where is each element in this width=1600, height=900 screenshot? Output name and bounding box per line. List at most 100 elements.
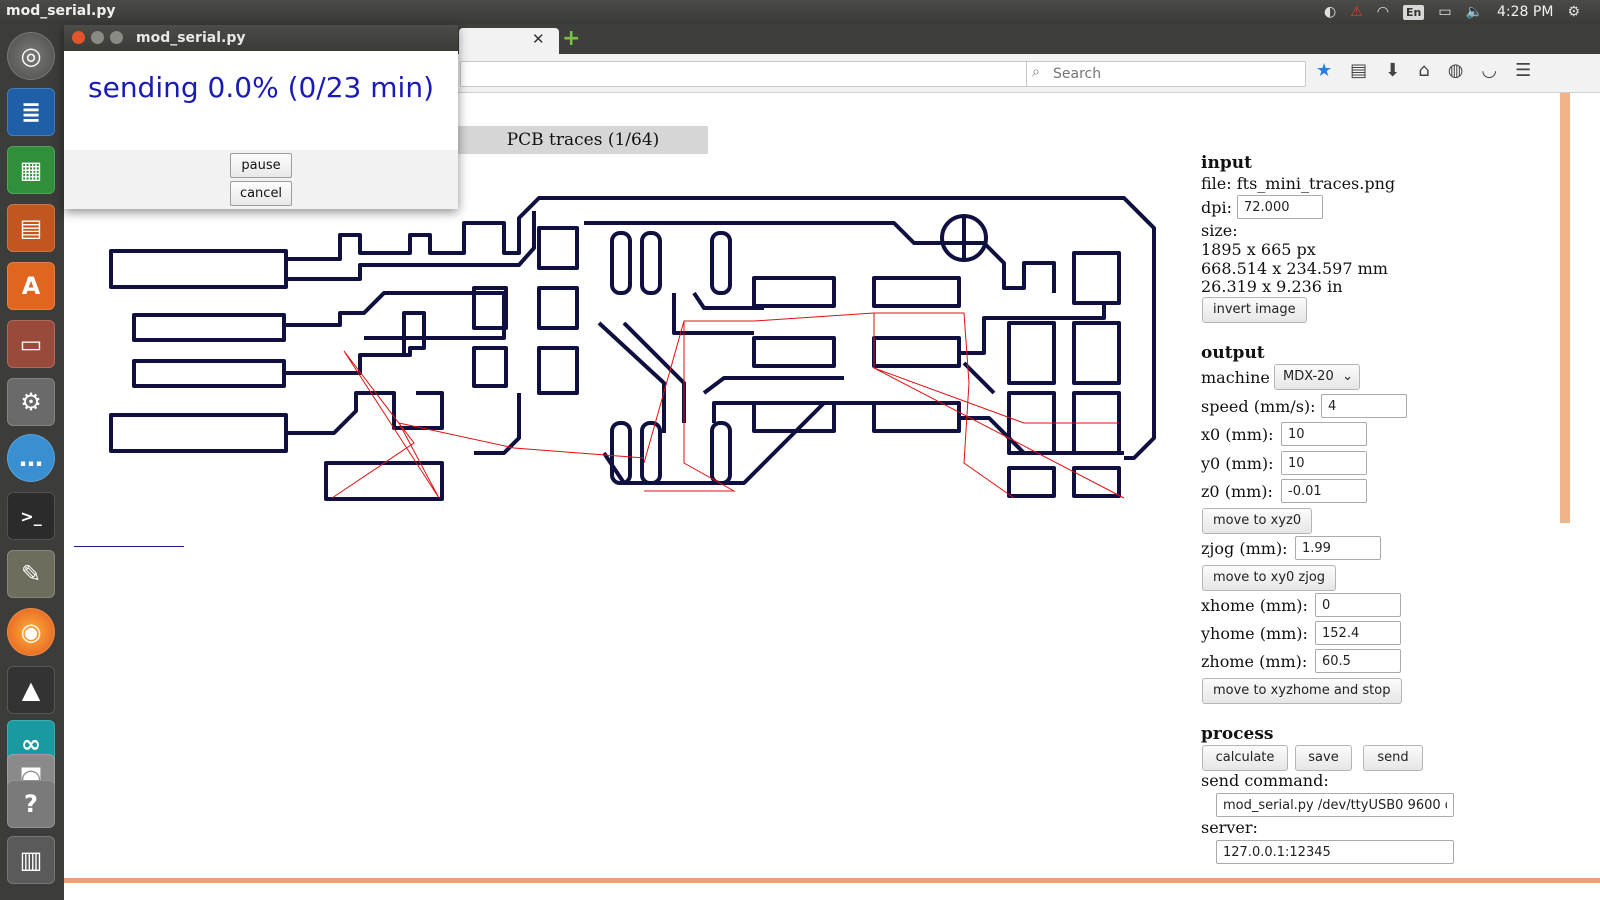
zjog-input[interactable] [1295,536,1381,560]
dpi-label: dpi: [1201,198,1232,217]
page-scrollbar-thumb[interactable] [1560,93,1570,523]
software-center-icon[interactable]: A [7,262,55,310]
send-command-input[interactable] [1216,793,1454,817]
machine-select[interactable]: MDX-20 ⌄ [1274,364,1360,390]
calc-icon[interactable]: ▦ [7,146,55,194]
pcb-pad [109,249,288,289]
pcb-trace [597,291,764,433]
pcb-trace [474,393,521,455]
maximize-icon[interactable] [110,31,123,44]
calculate-button[interactable]: calculate [1202,745,1288,771]
chevron-down-icon: ⌄ [1342,369,1353,384]
invert-image-button[interactable]: invert image [1202,297,1307,323]
page-bottom-edge [64,878,1600,883]
trash-icon[interactable]: ▥ [7,836,55,884]
yhome-input[interactable] [1315,621,1401,645]
pcb-pad [324,461,444,501]
browser-tab[interactable] [459,28,559,54]
pcb-pad [752,401,836,433]
system-settings-icon[interactable]: ⚙ [7,378,55,426]
pcb-pad [610,231,632,295]
pcb-pad [640,421,662,485]
chat-icon[interactable]: ◍ [1447,60,1464,81]
dialog-title: mod_serial.py [136,30,246,46]
reading-list-icon[interactable]: ▤ [1350,60,1368,81]
file-label: file: fts_mini_traces.png [1201,174,1396,193]
size-in: 26.319 x 9.236 in [1201,277,1343,296]
pcb-pad [472,286,508,330]
close-icon[interactable] [72,31,85,44]
firefox-icon[interactable]: ◉ [7,608,55,656]
send-command-label: send command: [1201,771,1329,790]
writer-icon[interactable]: ≣ [7,88,55,136]
machine-label: machine [1201,368,1270,387]
gimp-icon[interactable]: ✎ [7,550,55,598]
z0-input[interactable] [1281,479,1367,503]
speed-input[interactable] [1321,394,1407,418]
xhome-input[interactable] [1315,593,1401,617]
pcb-trace [286,211,536,281]
pcb-trace [959,303,1124,455]
x0-input[interactable] [1281,422,1367,446]
pcb-pad [872,276,961,308]
minimize-icon[interactable] [91,31,104,44]
files-icon[interactable]: ▭ [7,320,55,368]
home-icon[interactable]: ⌂ [1418,60,1430,81]
y0-label: y0 (mm): [1201,454,1274,473]
warning-icon[interactable]: ⚠ [1350,4,1363,20]
close-tab-icon[interactable]: ✕ [532,30,545,48]
pcb-pad [640,231,662,295]
move-to-xyzhome-button[interactable]: move to xyzhome and stop [1202,678,1402,704]
sync-icon[interactable]: ◐ [1323,4,1337,20]
clock[interactable]: 4:28 PM [1497,4,1554,20]
cancel-button[interactable]: cancel [230,181,292,206]
sending-status: sending 0.0% (0/23 min) [88,71,434,104]
server-input[interactable] [1216,840,1454,864]
pcb-pad [1072,321,1121,385]
keyboard-layout-indicator[interactable]: En [1402,4,1425,20]
search-input[interactable] [1051,64,1295,84]
empathy-chat-icon[interactable]: … [7,434,55,482]
save-button[interactable]: save [1295,745,1352,771]
move-to-xy0-zjog-button[interactable]: move to xy0 zjog [1202,565,1337,591]
toolpath-move [331,312,1125,499]
pcb-pad [132,359,286,388]
help-icon[interactable]: ? [7,780,55,828]
x0-label: x0 (mm): [1201,425,1274,444]
dpi-input[interactable] [1237,195,1323,219]
ubuntu-dash-icon[interactable]: ◎ [7,32,55,80]
browser-nav-bar: ↻ ⌕ ★ ▤ ⬇ ⌂ ◍ ◡ ☰ [64,54,1600,93]
power-gear-icon[interactable]: ⚙ [1567,4,1580,20]
new-tab-icon[interactable]: + [562,26,581,51]
view-label: PCB traces (1/64) [458,126,708,154]
size-px: 1895 x 665 px [1201,240,1316,259]
pcb-pad [1007,321,1056,385]
machine-select-value: MDX-20 [1283,369,1334,384]
terminal-icon[interactable]: >_ [7,492,55,540]
url-bar[interactable]: ↻ [460,61,1082,87]
menu-icon[interactable]: ☰ [1515,60,1532,81]
pause-button[interactable]: pause [230,153,292,178]
system-tray: ◐ ⚠ ◠ En ▭ 🔈 4:28 PM ⚙ [1324,2,1580,22]
battery-icon[interactable]: ▭ [1438,4,1452,20]
pocket-icon[interactable]: ◡ [1481,60,1498,81]
bookmark-star-icon[interactable]: ★ [1316,60,1333,81]
send-button[interactable]: send [1363,745,1423,771]
search-box[interactable]: ⌕ [1026,61,1306,87]
pcb-pad [872,401,961,433]
volume-muted-icon[interactable]: 🔈 [1465,4,1484,20]
pcb-pad [472,346,508,388]
y0-input[interactable] [1281,451,1367,475]
wifi-icon[interactable]: ◠ [1376,4,1389,20]
downloads-icon[interactable]: ⬇ [1385,60,1401,81]
impress-icon[interactable]: ▤ [7,204,55,252]
send-progress-dialog: mod_serial.py sending 0.0% (0/23 min) pa… [64,25,458,209]
zhome-input[interactable] [1315,649,1401,673]
pcb-pad [537,226,579,270]
zhome-label: zhome (mm): [1201,652,1308,671]
inkscape-icon[interactable]: ▲ [7,666,55,714]
xhome-label: xhome (mm): [1201,596,1308,615]
move-to-xyz0-button[interactable]: move to xyz0 [1202,508,1313,534]
size-label: size: [1201,221,1238,240]
pcb-pad [1072,466,1121,498]
